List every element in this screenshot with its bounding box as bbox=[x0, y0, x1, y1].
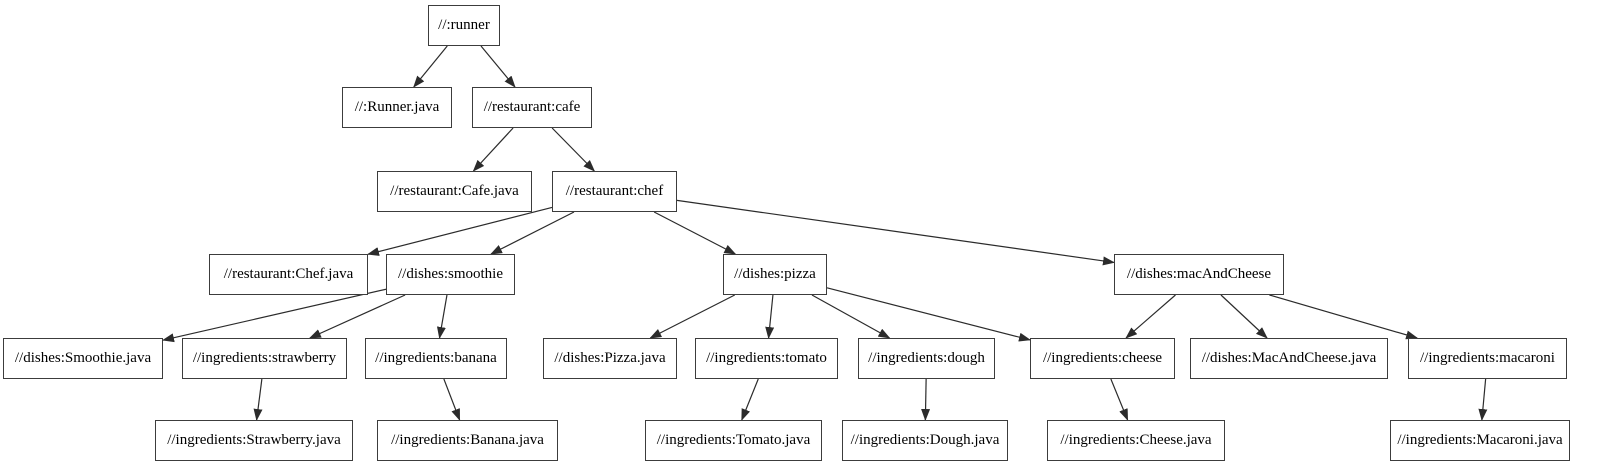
edge-pizza-to-cheese bbox=[826, 287, 1031, 342]
node-tomato: //ingredients:tomato bbox=[695, 338, 838, 379]
edge-smoothie-to-banana bbox=[436, 294, 448, 339]
edge-runner-to-runner-java bbox=[413, 45, 448, 88]
node-runner: //:runner bbox=[428, 5, 500, 46]
edge-chef-to-chef-java bbox=[367, 206, 553, 256]
edge-pizza-to-dough bbox=[811, 294, 891, 339]
edge-cafe-to-cafe-java bbox=[472, 127, 514, 172]
edge-strawberry-to-strawberry-java bbox=[253, 378, 263, 421]
edge-runner-to-cafe bbox=[480, 45, 516, 88]
edge-cheese-to-cheese-java bbox=[1110, 378, 1129, 421]
node-tomato-java: //ingredients:Tomato.java bbox=[645, 420, 822, 461]
edge-mac-and-cheese-to-mac-and-cheese-java bbox=[1220, 294, 1268, 339]
node-strawberry: //ingredients:strawberry bbox=[182, 338, 347, 379]
node-cheese: //ingredients:cheese bbox=[1030, 338, 1175, 379]
node-runner-java: //:Runner.java bbox=[342, 87, 452, 128]
edge-chef-to-mac-and-cheese bbox=[676, 199, 1115, 266]
edge-mac-and-cheese-to-cheese bbox=[1125, 294, 1176, 339]
edge-tomato-to-tomato-java bbox=[741, 378, 759, 421]
edge-banana-to-banana-java bbox=[443, 378, 461, 421]
node-cafe: //restaurant:cafe bbox=[472, 87, 592, 128]
edge-chef-to-smoothie bbox=[490, 211, 575, 255]
edge-cafe-to-chef bbox=[551, 127, 596, 172]
node-banana: //ingredients:banana bbox=[365, 338, 507, 379]
node-smoothie-java: //dishes:Smoothie.java bbox=[3, 338, 163, 379]
edge-macaroni-to-macaroni-java bbox=[1478, 378, 1488, 421]
node-chef-java: //restaurant:Chef.java bbox=[209, 254, 368, 295]
node-macaroni-java: //ingredients:Macaroni.java bbox=[1390, 420, 1570, 461]
edge-chef-to-pizza bbox=[653, 211, 737, 255]
node-smoothie: //dishes:smoothie bbox=[386, 254, 515, 295]
node-pizza: //dishes:pizza bbox=[723, 254, 827, 295]
edge-smoothie-to-smoothie-java bbox=[162, 288, 387, 343]
node-mac-and-cheese-java: //dishes:MacAndCheese.java bbox=[1190, 338, 1388, 379]
edge-pizza-to-pizza-java bbox=[649, 294, 736, 339]
node-macaroni: //ingredients:macaroni bbox=[1408, 338, 1567, 379]
node-cafe-java: //restaurant:Cafe.java bbox=[377, 171, 532, 212]
node-banana-java: //ingredients:Banana.java bbox=[377, 420, 558, 461]
node-cheese-java: //ingredients:Cheese.java bbox=[1047, 420, 1225, 461]
node-dough: //ingredients:dough bbox=[858, 338, 995, 379]
node-strawberry-java: //ingredients:Strawberry.java bbox=[155, 420, 353, 461]
edge-smoothie-to-strawberry bbox=[308, 294, 406, 339]
node-dough-java: //ingredients:Dough.java bbox=[842, 420, 1008, 461]
edge-mac-and-cheese-to-macaroni bbox=[1269, 294, 1419, 340]
node-mac-and-cheese: //dishes:macAndCheese bbox=[1114, 254, 1284, 295]
node-chef: //restaurant:chef bbox=[552, 171, 677, 212]
edge-dough-to-dough-java bbox=[921, 378, 931, 421]
node-pizza-java: //dishes:Pizza.java bbox=[543, 338, 677, 379]
edge-pizza-to-tomato bbox=[765, 294, 775, 339]
